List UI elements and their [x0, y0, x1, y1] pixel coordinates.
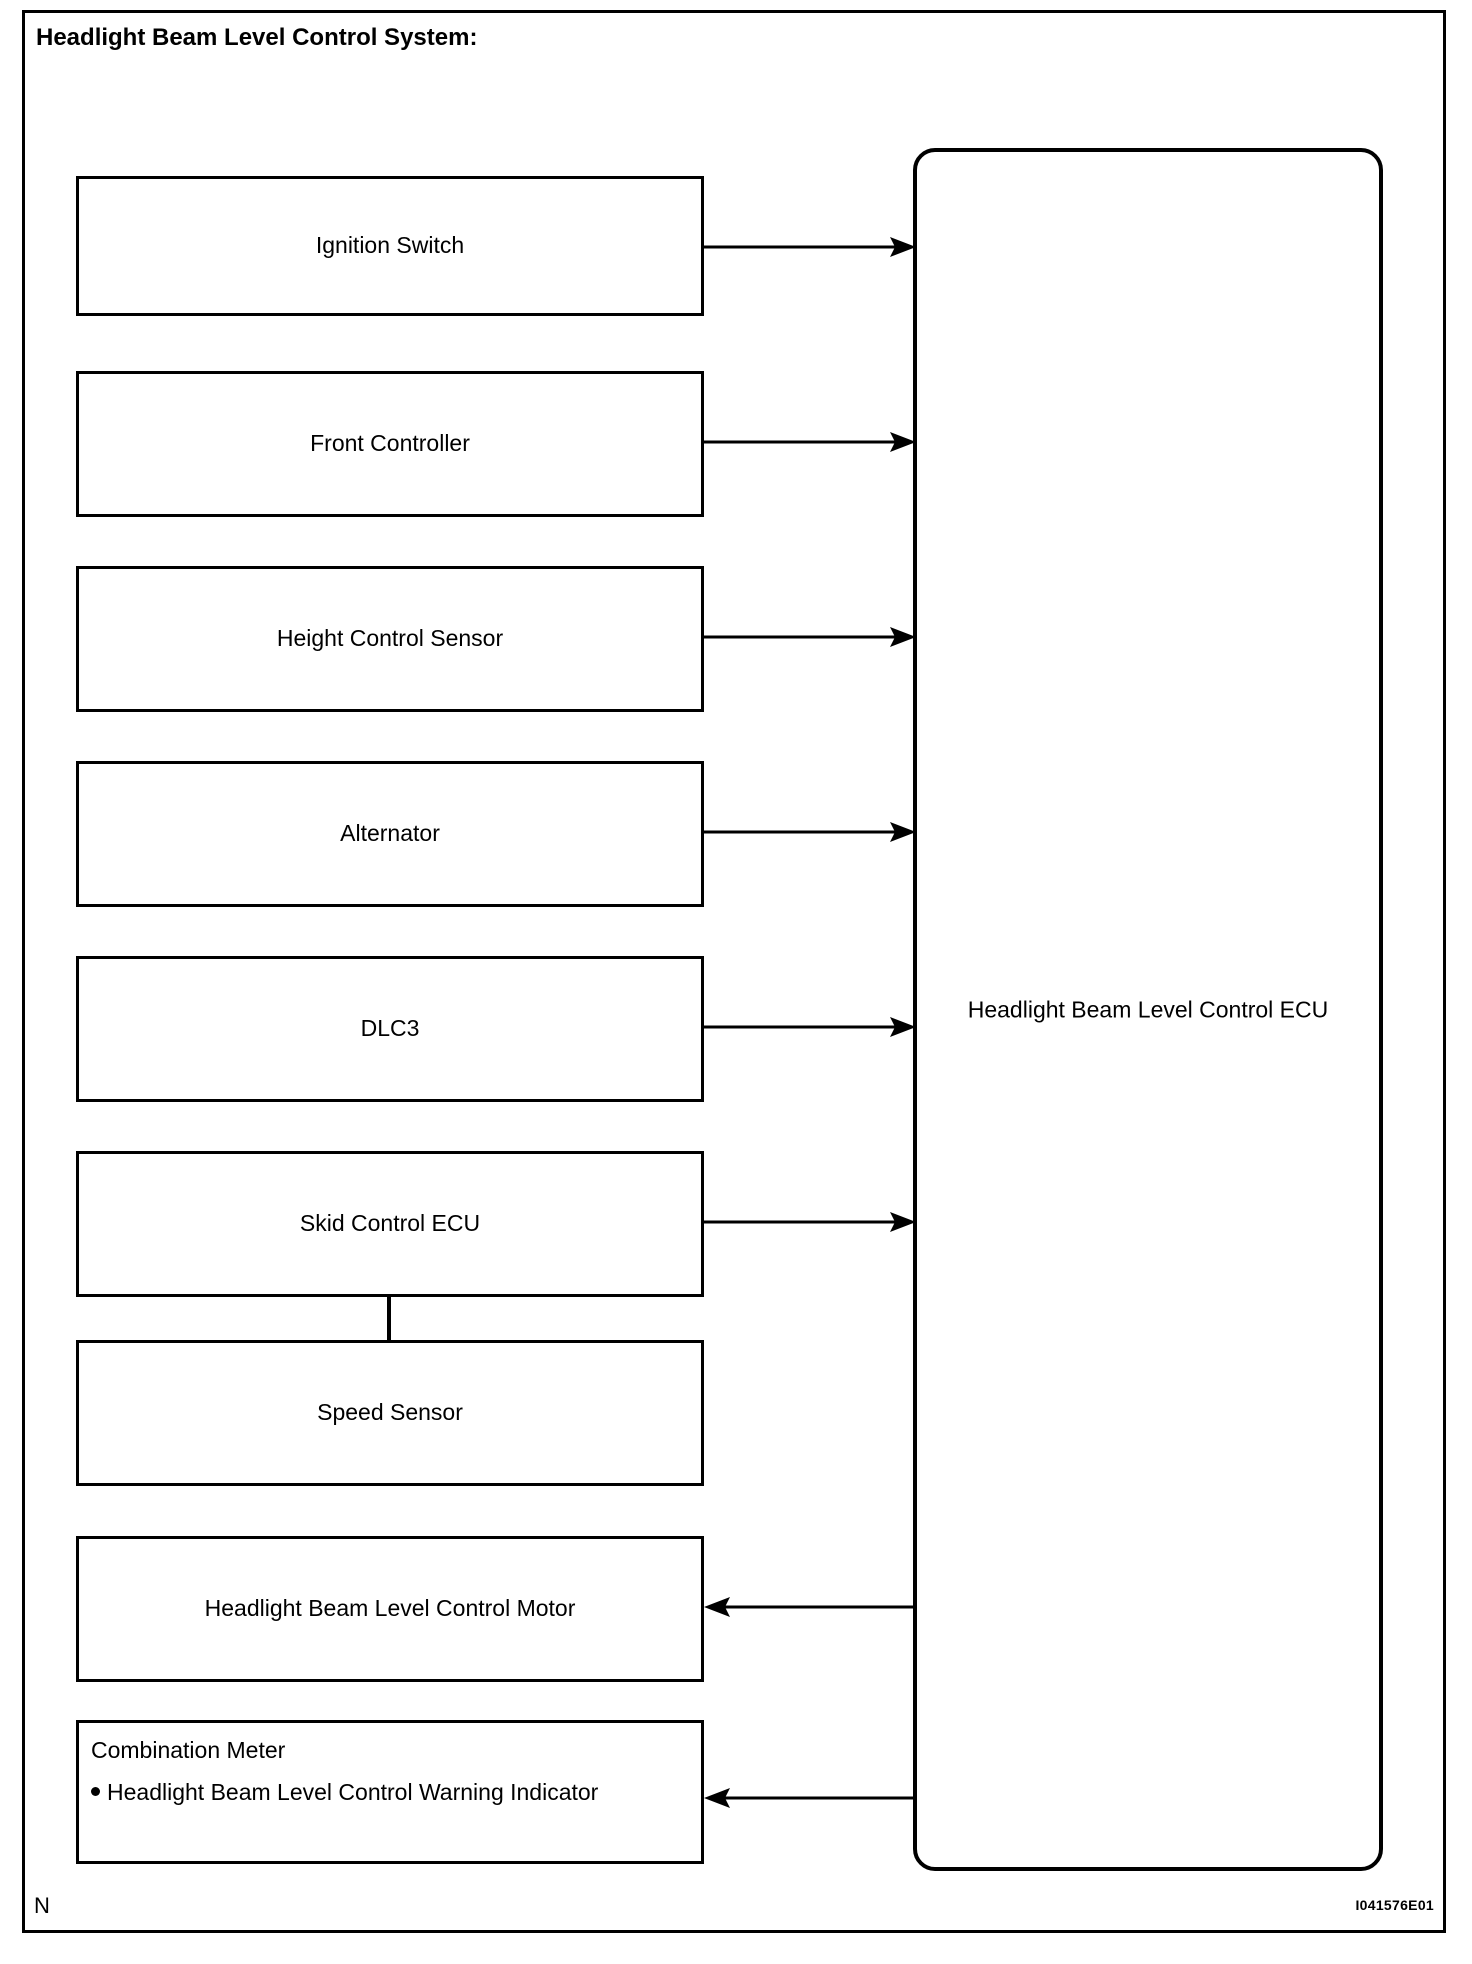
ecu-label: Headlight Beam Level Control ECU	[967, 996, 1329, 1022]
arrow-ignition-switch-to-ecu	[704, 232, 916, 262]
node-label: Skid Control ECU	[299, 1210, 481, 1237]
connector-skid-to-speed-sensor	[387, 1295, 391, 1340]
footer-reference-code: I041576E01	[1355, 1897, 1434, 1913]
combination-meter-item: Headlight Beam Level Control Warning Ind…	[91, 1779, 598, 1806]
node-skid-control-ecu[interactable]: Skid Control ECU	[76, 1151, 704, 1297]
page-title: Headlight Beam Level Control System:	[36, 24, 478, 51]
page-border	[22, 10, 1446, 1933]
combination-meter-title: Combination Meter	[91, 1737, 286, 1763]
node-alternator[interactable]: Alternator	[76, 761, 704, 907]
node-speed-sensor[interactable]: Speed Sensor	[76, 1340, 704, 1486]
node-combination-meter[interactable]: Combination Meter Headlight Beam Level C…	[76, 1720, 704, 1864]
arrow-alternator-to-ecu	[704, 817, 916, 847]
node-label: Headlight Beam Level Control Motor	[204, 1595, 576, 1622]
node-height-control-sensor[interactable]: Height Control Sensor	[76, 566, 704, 712]
arrow-ecu-to-headlight-beam-level-control-motor	[704, 1592, 916, 1622]
node-label: Ignition Switch	[315, 232, 465, 259]
node-label: Front Controller	[310, 430, 470, 457]
node-label: Speed Sensor	[317, 1399, 463, 1426]
node-ignition-switch[interactable]: Ignition Switch	[76, 176, 704, 316]
bullet-icon	[91, 1787, 100, 1796]
node-label: Alternator	[340, 820, 440, 847]
arrow-ecu-to-combination-meter	[704, 1783, 916, 1813]
node-dlc3[interactable]: DLC3	[76, 956, 704, 1102]
node-label: DLC3	[360, 1015, 420, 1042]
node-front-controller[interactable]: Front Controller	[76, 371, 704, 517]
node-label: Height Control Sensor	[276, 625, 504, 652]
footer-left-mark: N	[34, 1893, 50, 1918]
node-headlight-beam-level-control-ecu[interactable]: Headlight Beam Level Control ECU	[913, 148, 1383, 1871]
node-headlight-beam-level-control-motor[interactable]: Headlight Beam Level Control Motor	[76, 1536, 704, 1682]
combination-meter-item-label: Headlight Beam Level Control Warning Ind…	[107, 1779, 599, 1805]
arrow-front-controller-to-ecu	[704, 427, 916, 457]
arrow-height-control-sensor-to-ecu	[704, 622, 916, 652]
arrow-dlc3-to-ecu	[704, 1012, 916, 1042]
arrow-skid-control-ecu-to-ecu	[704, 1207, 916, 1237]
